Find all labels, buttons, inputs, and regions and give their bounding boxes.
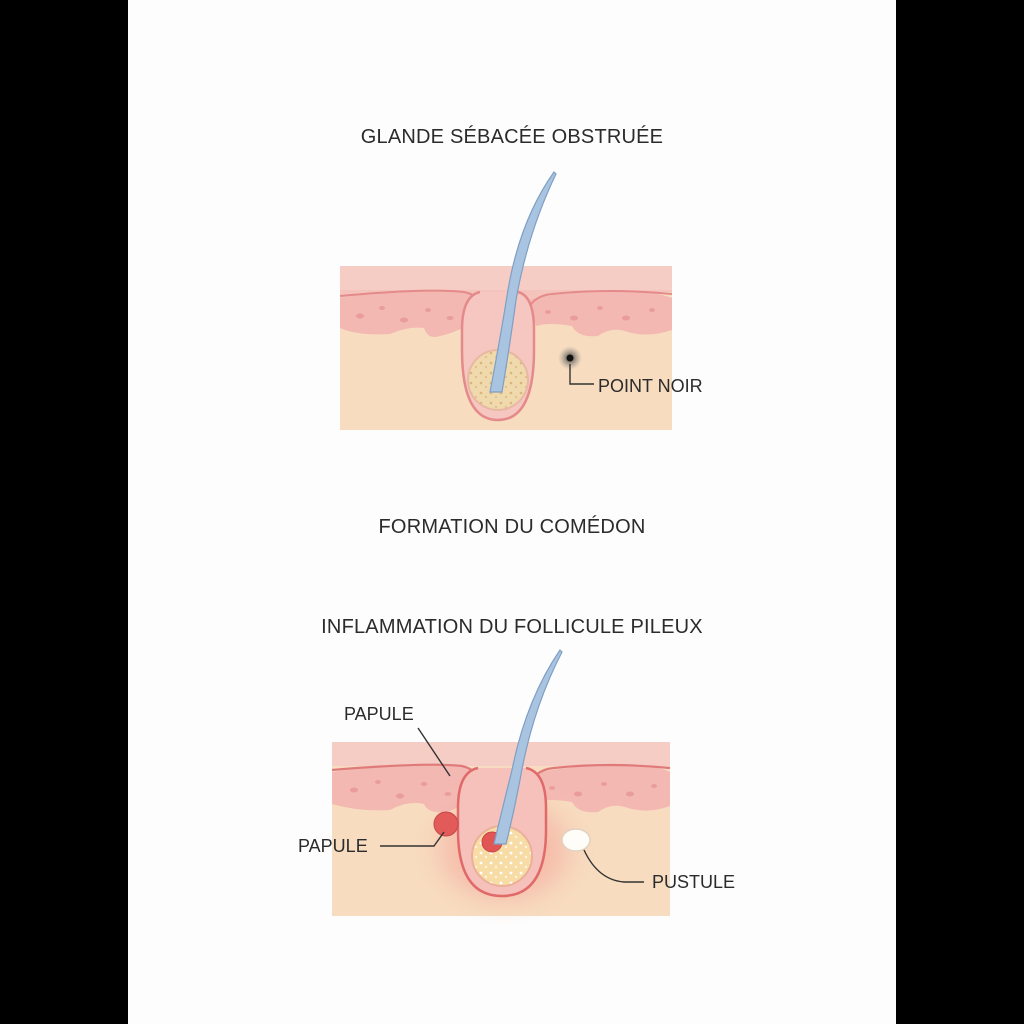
caption-clogged-gland: GLANDE SÉBACÉE OBSTRUÉE xyxy=(360,126,664,148)
hair-shaft-2 xyxy=(493,649,563,845)
caption-comedon-formation: FORMATION DU COMÉDON xyxy=(378,516,646,538)
caption-follicle-inflammation: INFLAMMATION DU FOLLICULE PILEUX xyxy=(321,616,703,638)
point-noir-leader xyxy=(569,364,594,385)
cell-band-left xyxy=(340,291,484,337)
page: GLANDE SÉBACÉE OBSTRUÉE POINT NOIR FORMA… xyxy=(128,0,896,1024)
label-point-noir: POINT NOIR xyxy=(598,376,703,396)
pustule-leader xyxy=(583,849,644,883)
cell-band-right xyxy=(528,291,672,337)
papule-left-leader xyxy=(380,831,445,847)
cell-dots xyxy=(356,306,655,323)
clogged-gland-diagram xyxy=(339,171,673,430)
inflamed-follicle-diagram xyxy=(331,649,671,926)
papule-top-leader xyxy=(417,727,451,777)
pustule xyxy=(561,828,591,852)
papule-left xyxy=(433,811,459,837)
label-papule-top: PAPULE xyxy=(344,704,414,724)
label-papule-left: PAPULE xyxy=(298,836,368,856)
hair-shaft xyxy=(489,171,557,393)
blackhead-dot xyxy=(566,354,574,362)
label-pustule: PUSTULE xyxy=(652,872,736,892)
